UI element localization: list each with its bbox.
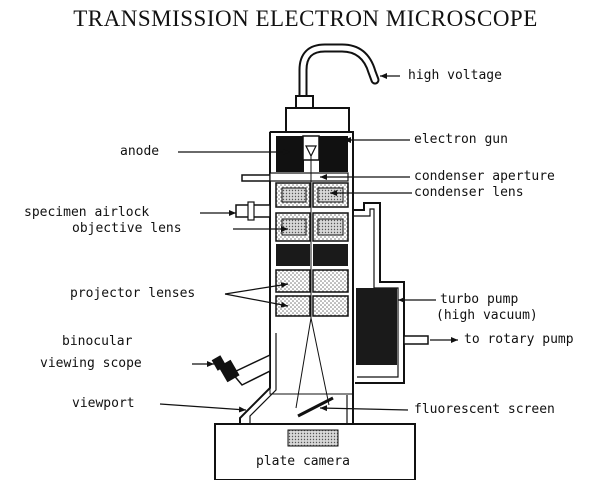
label-electron-gun: electron gun (414, 132, 508, 147)
cable-connector (295, 95, 314, 109)
projector-lens-1 (275, 269, 349, 293)
label-projector-lenses: projector lenses (70, 286, 196, 301)
label-viewport: viewport (72, 396, 135, 411)
lower-chamber (239, 333, 354, 424)
condenser-lens (275, 182, 349, 208)
label-specimen-airlock: specimen airlock (24, 205, 150, 220)
gun-housing (285, 107, 350, 133)
label-condenser-aperture: condenser aperture (414, 169, 555, 184)
label-objective-lens: objective lens (72, 221, 182, 236)
projector-lens-2 (275, 295, 349, 317)
label-rotary-pump: to rotary pump (464, 332, 574, 347)
fluorescent-screen-plate (297, 396, 334, 418)
label-high-vacuum: (high vacuum) (436, 308, 538, 323)
plate-camera-film (287, 429, 339, 447)
label-binocular: binocular (62, 334, 133, 349)
label-high-voltage: high voltage (408, 68, 502, 83)
pump-pipe (353, 202, 405, 384)
electron-gun (276, 135, 348, 172)
diagram-title: TRANSMISSION ELECTRON MICROSCOPE (73, 6, 538, 31)
leader-fluorescent-screen (319, 405, 409, 412)
label-viewing-scope: viewing scope (40, 356, 142, 371)
label-plate-camera: plate camera (256, 454, 350, 469)
label-fluorescent-screen: fluorescent screen (414, 402, 555, 417)
leader-viewport (159, 403, 247, 413)
binocular-scope (211, 353, 271, 386)
objective-lens (275, 212, 349, 242)
leader-projector-lenses (224, 282, 289, 295)
intermediate-lens (276, 244, 310, 266)
condenser-aperture-rod (241, 174, 271, 182)
label-anode: anode (120, 144, 160, 159)
label-turbo-pump: turbo pump (440, 292, 519, 307)
label-condenser-lens: condenser lens (414, 185, 524, 200)
turbo-pump (356, 288, 397, 365)
